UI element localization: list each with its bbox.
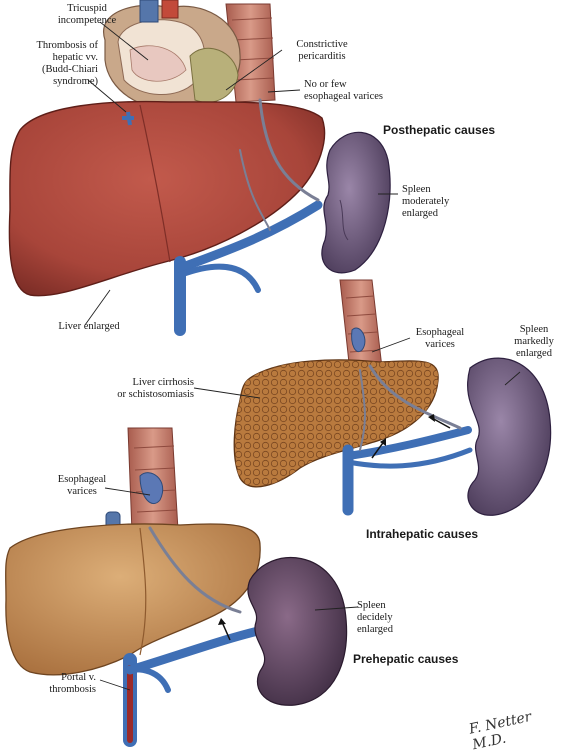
heart [102,0,241,111]
portal-veins-low [123,526,267,747]
spleen-moderate [321,131,391,274]
leader-lines [84,21,521,691]
label-spleen-markedly-enlarged: Spleen markedly enlarged [514,324,554,359]
label-liver-enlarged: Liver enlarged [58,321,120,332]
label-portal-vein-thrombosis: Portal v. thrombosis [49,672,96,695]
heading-posthepatic-causes: Posthepatic causes [383,123,496,137]
liver-enlarged [8,100,326,297]
spleen-decidely [247,557,348,706]
spleen-markedly [467,357,552,516]
label-spleen-moderately-enlarged: Spleen moderately enlarged [402,184,450,219]
label-esophageal-varices-mid: Esophageal varices [415,327,465,350]
intrahepatic-illustration [233,279,552,516]
posthepatic-illustration [8,0,391,336]
label-spleen-decidely-enlarged: Spleen decidely enlarged [357,600,393,635]
liver-normal [5,523,261,676]
esophagus-mid [339,279,383,373]
prehepatic-illustration [5,427,348,747]
label-esophageal-varices-low: Esophageal varices [57,474,107,497]
label-liver-cirrhosis: Liver cirrhosis or schistosomiasis [117,377,194,400]
portal-veins-top [174,98,323,336]
label-thrombosis-hepatic-veins: Thrombosis of hepatic vv. (Budd-Chiari s… [36,40,98,87]
esophagus-low [105,427,179,533]
label-constrictive-pericarditis: Constrictive pericarditis [296,39,348,62]
label-tricuspid-incompetence: Tricuspid incompetence [57,3,117,26]
heading-intrahepatic-causes: Intrahepatic causes [366,527,479,541]
portal-veins-mid [342,364,473,516]
heading-prehepatic-causes: Prehepatic causes [353,652,459,666]
label-few-esophageal-varices: No or few esophageal varices [304,79,384,102]
